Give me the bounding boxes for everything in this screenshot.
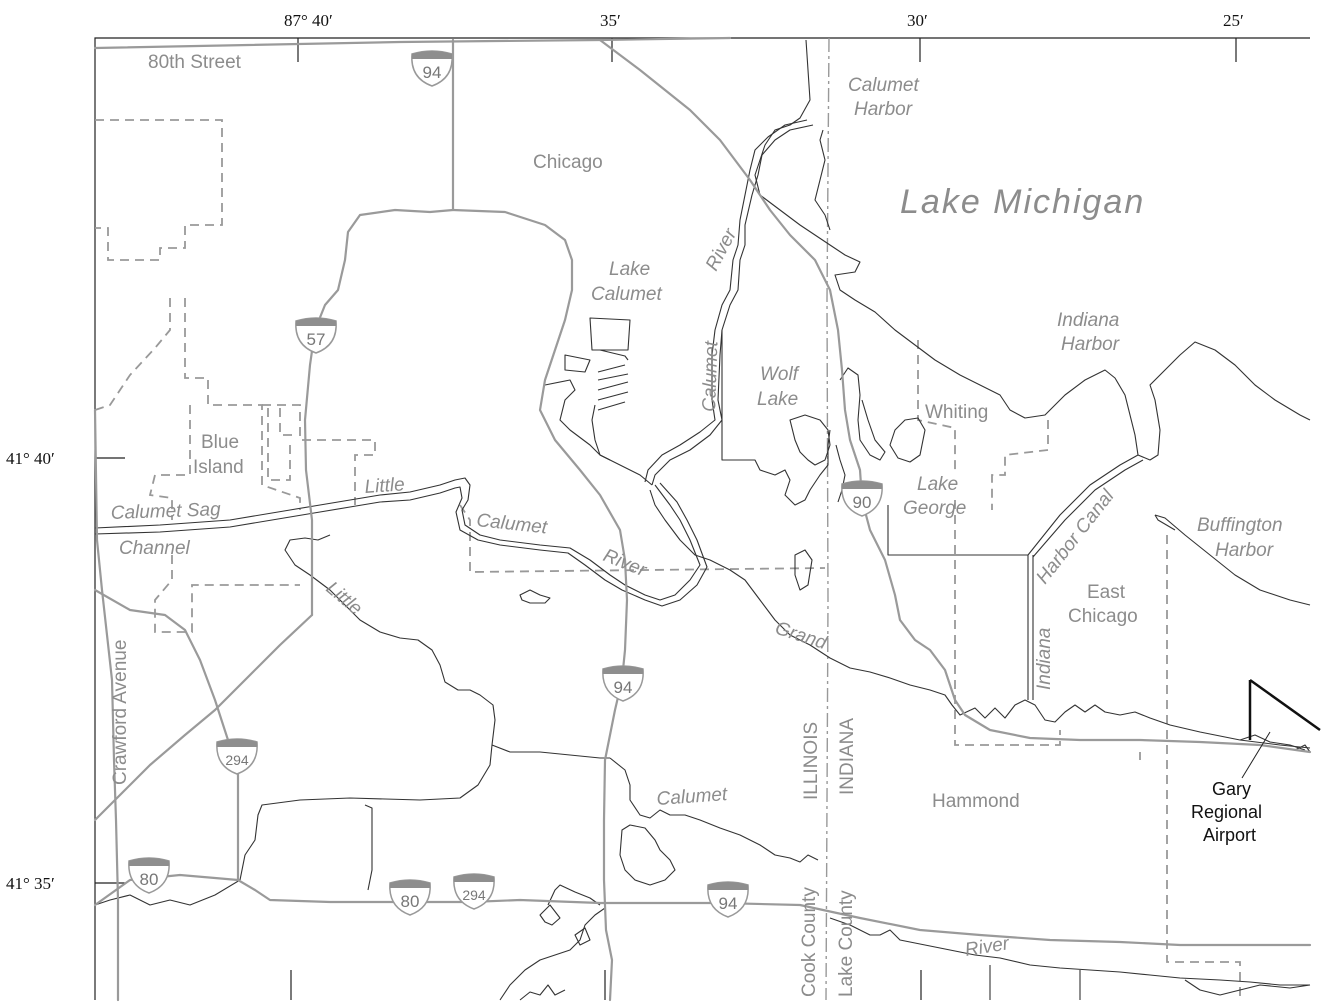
label-cook-county: Cook County <box>799 887 820 997</box>
shield-label: 94 <box>719 894 738 913</box>
label-gary-airport-3: Airport <box>1203 825 1256 845</box>
label-little-calumet-1: Little <box>364 474 406 498</box>
interstate-shield-i294-bottom: 294 <box>453 873 495 910</box>
label-gary-airport-1: Gary <box>1212 779 1251 799</box>
interstate-shield-i57: 57 <box>295 317 337 354</box>
shield-label: 294 <box>225 752 249 768</box>
shield-label: 80 <box>401 892 420 911</box>
label-calumet-river-upper-1: Calumet <box>699 340 722 412</box>
coord-top-2: 35′ <box>600 11 621 30</box>
airport-leader-line <box>1241 731 1271 779</box>
label-lake-calumet-1: Lake <box>609 259 650 280</box>
label-lake-county: Lake County <box>836 890 857 997</box>
coord-top-3: 30′ <box>907 11 928 30</box>
interstate-shield-i94-mid: 94 <box>602 665 644 702</box>
label-wolf-lake-2: Lake <box>757 389 798 410</box>
label-hammond: Hammond <box>932 791 1020 812</box>
interstate-shield-i90: 90 <box>841 480 883 517</box>
shield-label: 94 <box>423 63 442 82</box>
highways <box>93 36 1312 1002</box>
label-indiana-harbor-2: Harbor <box>1061 334 1120 355</box>
interstate-shield-i94-bottom: 94 <box>707 881 749 918</box>
label-east-chicago-1: East <box>1087 582 1126 603</box>
shield-label: 57 <box>307 330 326 349</box>
interstate-shield-i80-bottom: 80 <box>389 879 431 916</box>
label-indiana-harbor-1: Indiana <box>1057 310 1119 331</box>
airport-runway-icon <box>1248 678 1321 740</box>
coord-top-1: 87° 40′ <box>284 11 333 30</box>
label-indiana-canal: Indiana <box>1034 628 1055 690</box>
interstate-shield-i294-left: 294 <box>216 738 258 775</box>
label-calumet-harbor-1: Calumet <box>848 75 919 96</box>
label-calumet-sag-1: Calumet Sag <box>110 499 221 524</box>
coord-left-1: 41° 40′ <box>6 449 55 468</box>
shield-label: 80 <box>140 870 159 889</box>
label-lake-george-1: Lake <box>917 474 958 495</box>
label-little-south: Little <box>322 578 366 620</box>
label-calumet-sag-2: Channel <box>119 538 191 559</box>
label-grand-calumet-2: Calumet <box>656 784 729 810</box>
water-features <box>94 39 1311 1001</box>
interstate-shield-i80-left: 80 <box>128 857 170 894</box>
label-grand-calumet-1: Grand <box>772 618 830 655</box>
label-buffington-harbor-1: Buffington <box>1197 515 1283 536</box>
label-indiana: INDIANA <box>837 718 858 795</box>
label-little-calumet-2: Calumet <box>475 510 548 538</box>
label-blue-island-2: Island <box>193 457 244 478</box>
label-calumet-river-upper-2: River <box>702 225 742 275</box>
label-chicago: Chicago <box>533 152 603 173</box>
label-gary-airport-2: Regional <box>1191 802 1262 822</box>
label-lake-calumet-2: Calumet <box>591 284 662 305</box>
label-lake-michigan: Lake Michigan <box>900 183 1145 221</box>
label-buffington-harbor-2: Harbor <box>1215 540 1274 561</box>
label-blue-island-1: Blue <box>201 432 239 453</box>
label-wolf-lake-1: Wolf <box>760 364 800 385</box>
coord-top-4: 25′ <box>1223 11 1244 30</box>
label-harbor-canal: Harbor Canal <box>1032 485 1119 588</box>
label-crawford-avenue: Crawford Avenue <box>110 640 131 785</box>
label-80th-street: 80th Street <box>148 52 242 73</box>
coord-left-2: 41° 35′ <box>6 874 55 893</box>
shield-label: 294 <box>462 887 486 903</box>
shield-label: 90 <box>853 493 872 512</box>
label-illinois: ILLINOIS <box>801 722 822 800</box>
label-river-lower: River <box>963 933 1011 961</box>
shield-label: 94 <box>614 678 633 697</box>
interstate-shield-i94-top: 94 <box>411 50 453 87</box>
municipal-boundaries <box>94 119 1241 1000</box>
state-boundary-line <box>825 37 830 1001</box>
label-lake-george-2: George <box>903 498 966 519</box>
label-whiting: Whiting <box>925 402 988 423</box>
label-east-chicago-2: Chicago <box>1068 606 1138 627</box>
map-frame <box>94 37 1310 1000</box>
label-calumet-harbor-2: Harbor <box>854 99 913 120</box>
